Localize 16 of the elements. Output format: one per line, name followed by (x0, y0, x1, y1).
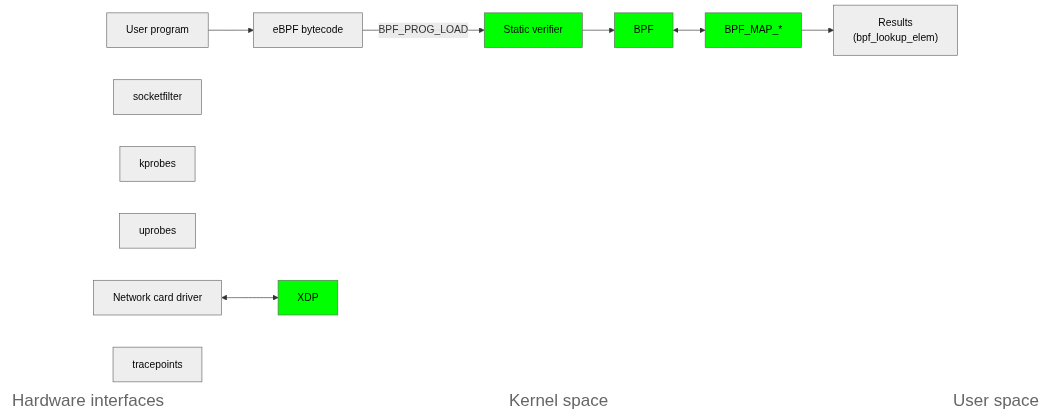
node-box: Network card driver (93, 279, 222, 316)
node-box: User program (106, 12, 209, 48)
node-box: eBPF bytecode (253, 12, 363, 48)
node-box: XDP (277, 279, 339, 316)
zone-label: Kernel space (508, 391, 609, 411)
node-box: Static verifier (483, 12, 583, 48)
node-box: socketfilter (113, 79, 202, 115)
node-box: tracepoints (112, 346, 203, 383)
edge-label: BPF_PROG_LOAD (378, 24, 469, 36)
node-box: BPF (614, 12, 674, 48)
node-box: Results (bpf_lookup_elem) (833, 4, 958, 56)
zone-label: User space (953, 391, 1039, 411)
node-box: BPF_MAP_* (704, 12, 802, 48)
node-box: kprobes (119, 146, 196, 182)
zone-label: Hardware interfaces (12, 391, 165, 411)
node-box: uprobes (119, 213, 196, 249)
